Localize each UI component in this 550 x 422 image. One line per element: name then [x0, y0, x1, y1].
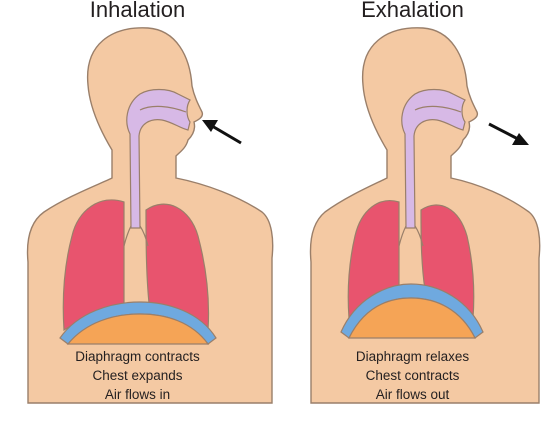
- inhalation-panel: Inhalation Diaphragm contracts Chest exp…: [0, 0, 275, 404]
- caption-line: Chest expands: [92, 368, 183, 383]
- airflow-out-arrow: [488, 122, 529, 145]
- airway: [126, 88, 191, 229]
- airway: [401, 88, 466, 229]
- caption-line: Diaphragm contracts: [75, 349, 200, 364]
- caption-line: Air flows out: [375, 387, 450, 402]
- exhalation-caption: Diaphragm relaxes Chest contracts Air fl…: [275, 347, 550, 404]
- bronchi: [123, 225, 149, 247]
- palate-line: [414, 105, 462, 113]
- abdomen: [66, 313, 210, 345]
- bronchi: [398, 225, 424, 247]
- inhalation-caption: Diaphragm contracts Chest expands Air fl…: [0, 347, 275, 404]
- palate-line: [139, 105, 187, 113]
- exhalation-panel: Exhalation Diaphragm relaxes Chest contr…: [275, 0, 550, 422]
- caption-line: Chest contracts: [365, 368, 460, 383]
- panel-title: Inhalation: [89, 0, 186, 22]
- caption-line: Air flows in: [104, 387, 171, 402]
- abdomen: [348, 297, 476, 339]
- caption-line: Diaphragm relaxes: [355, 349, 470, 364]
- panel-title: Exhalation: [361, 0, 464, 22]
- inhalation-figure: [26, 27, 274, 404]
- airflow-in-arrow: [202, 120, 242, 145]
- exhalation-figure: [309, 27, 541, 404]
